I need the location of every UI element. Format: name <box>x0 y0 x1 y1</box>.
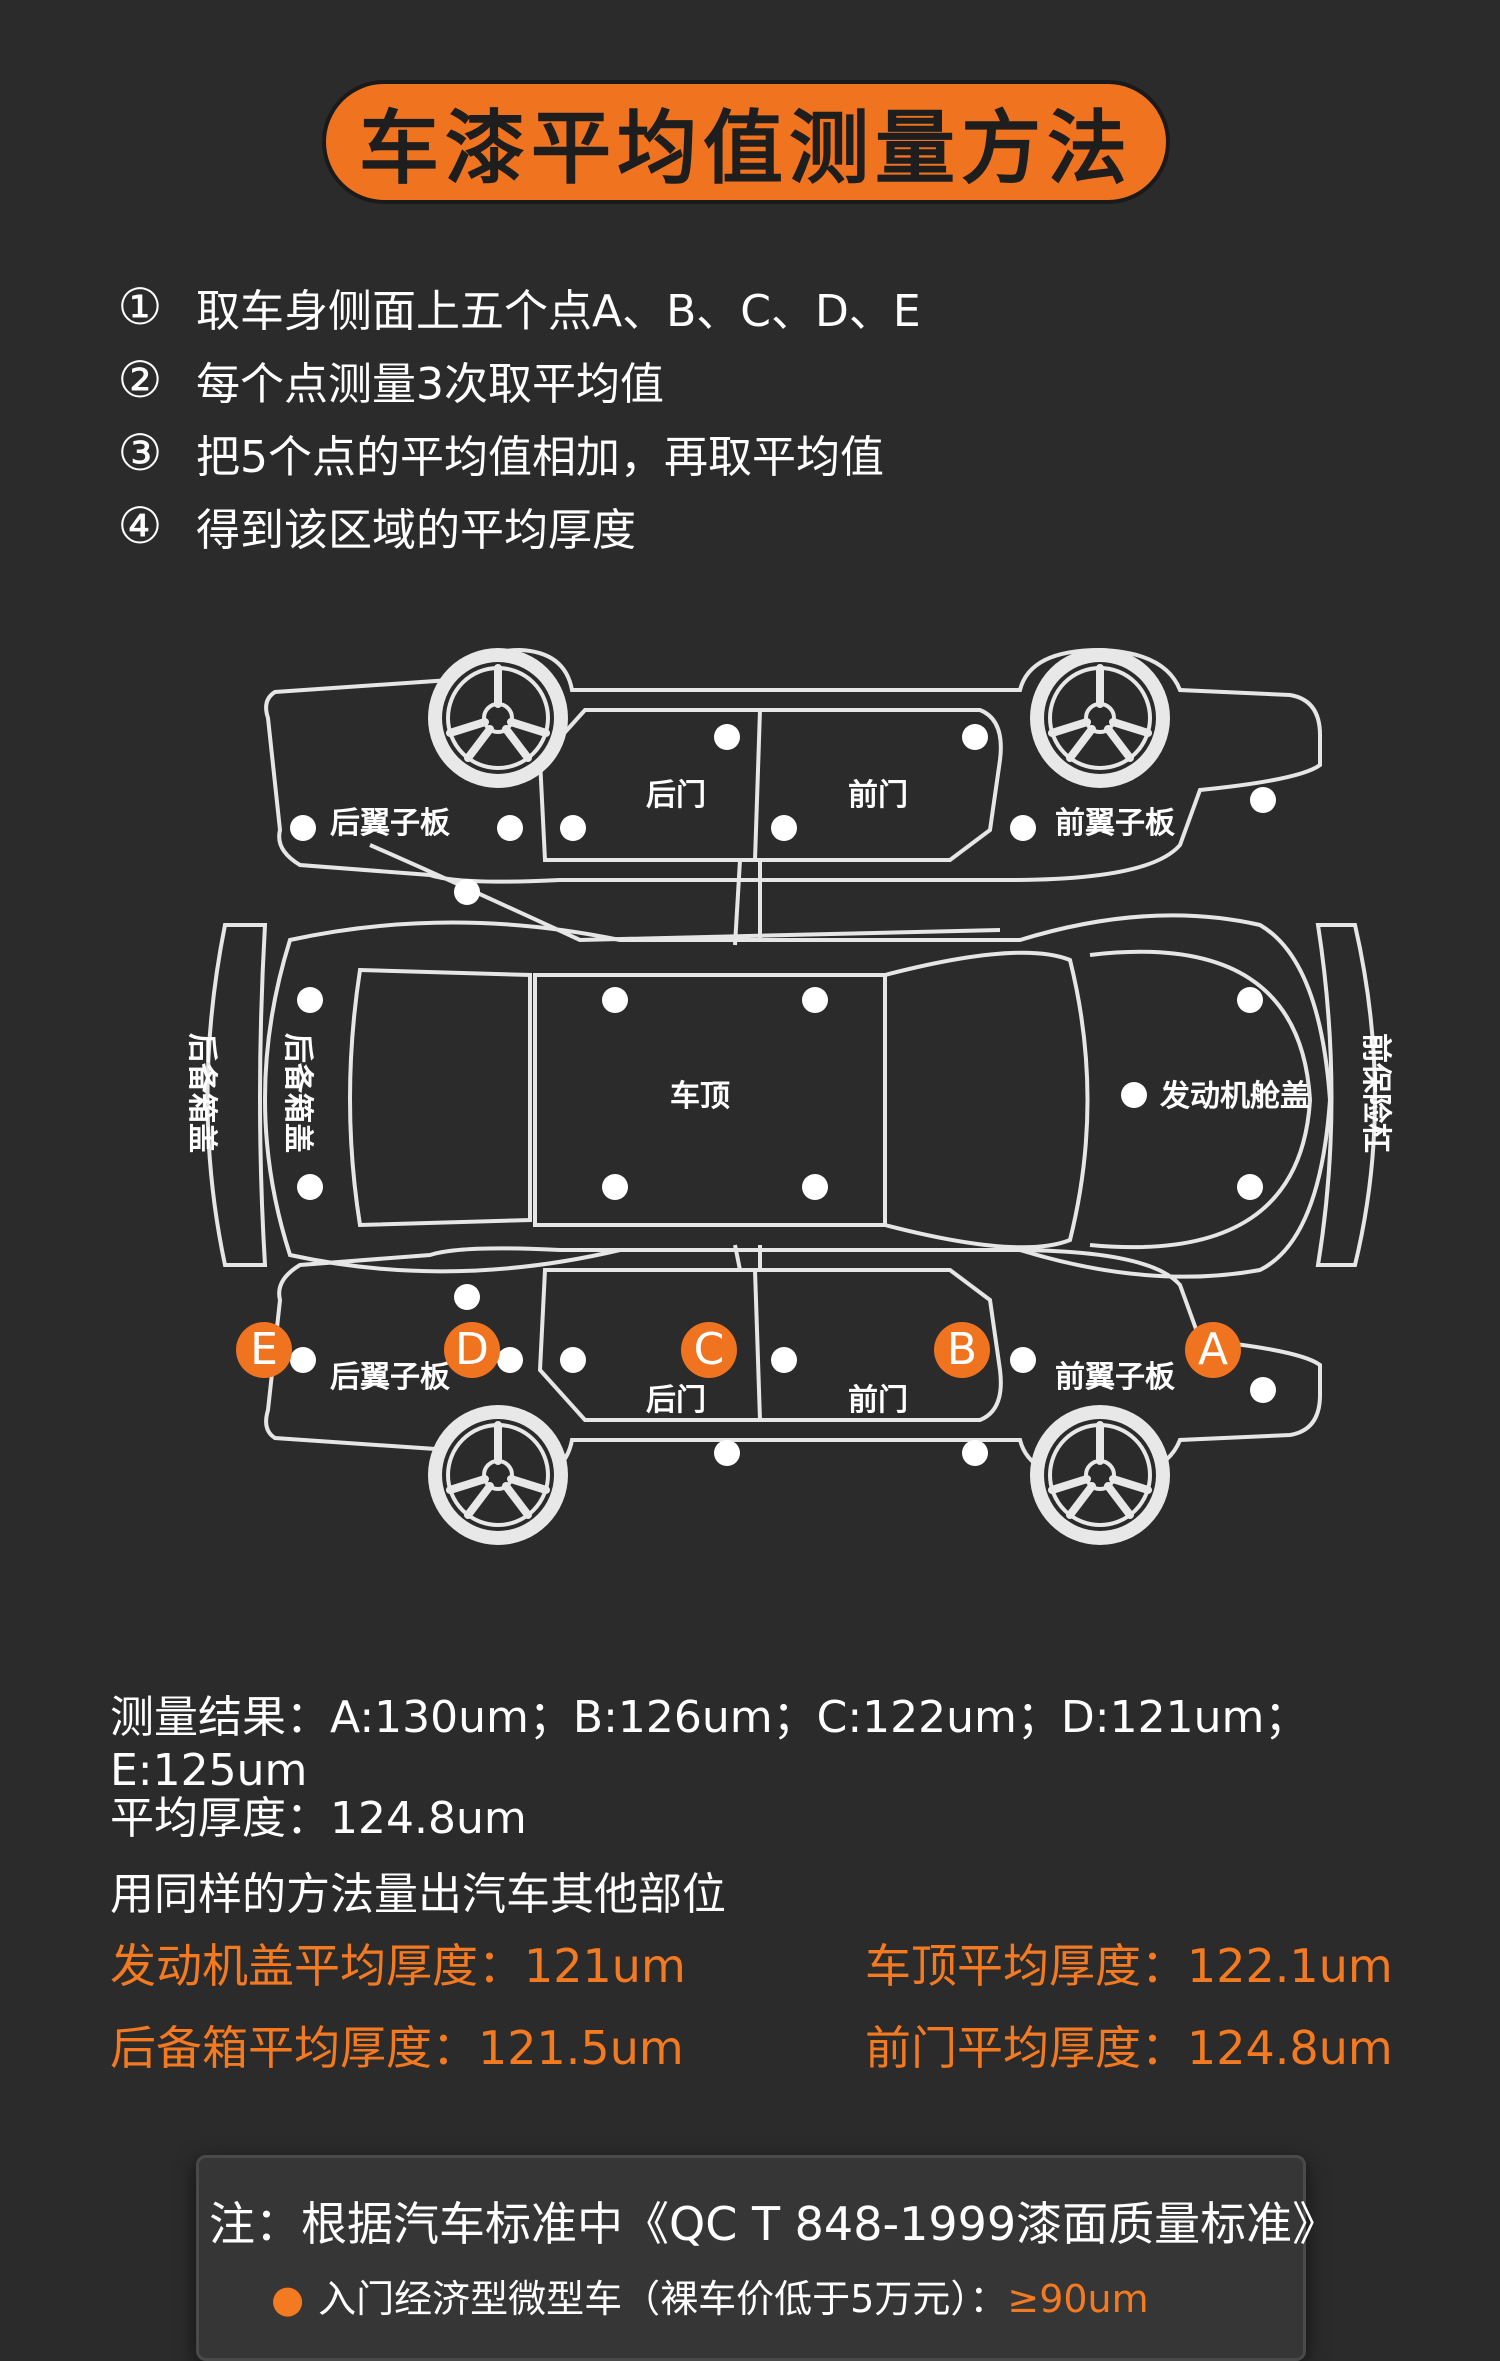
point-c: C <box>694 1324 725 1375</box>
wheel-icon <box>1030 648 1170 788</box>
step-text: 把5个点的平均值相加，再取平均值 <box>196 431 884 483</box>
label-rear-fender-bottom: 后翼子板 <box>330 1360 450 1395</box>
step-text: 取车身侧面上五个点A、B、C、D、E <box>196 285 921 337</box>
label-rear-door-bottom: 后门 <box>646 1383 706 1418</box>
method-note: 用同样的方法量出汽车其他部位 <box>110 1869 726 1920</box>
step-text: 得到该区域的平均厚度 <box>196 504 636 556</box>
step-item: ② 每个点测量3次取平均值 <box>110 343 921 416</box>
step-item: ③ 把5个点的平均值相加，再取平均值 <box>110 416 921 489</box>
front-door-average: 前门平均厚度：124.8um <box>865 2021 1393 2075</box>
top-view <box>205 913 1377 1279</box>
step-number: ④ <box>117 496 163 555</box>
wheel-icon <box>1030 1405 1170 1545</box>
step-number: ② <box>117 350 163 409</box>
measurement-dots <box>290 724 1276 1466</box>
trunk-average: 后备箱平均厚度：121.5um <box>110 2021 684 2075</box>
wheel-icon <box>428 1405 568 1545</box>
step-item: ① 取车身侧面上五个点A、B、C、D、E <box>110 270 921 343</box>
average-thickness: 平均厚度：124.8um <box>110 1793 527 1844</box>
roof-average: 车顶平均厚度：122.1um <box>865 1939 1393 1993</box>
point-d: D <box>455 1324 489 1375</box>
point-markers: A B C D E <box>236 1322 1241 1378</box>
car-diagram: 后翼子板 后门 前门 前翼子板 车顶 发动机舱盖 后翼子板 后门 前门 前翼子板… <box>184 630 1393 1550</box>
step-item: ④ 得到该区域的平均厚度 <box>110 489 921 562</box>
page-title: 车漆平均值测量方法 <box>359 102 1133 195</box>
label-front-fender-top: 前翼子板 <box>1055 806 1175 841</box>
results-section: 测量结果：A:130um；B:126um；C:122um；D:121um；E:1… <box>110 1691 1490 1928</box>
note-item-value: ≥90um <box>1007 2277 1149 2321</box>
bullet-icon: ● <box>271 2277 305 2321</box>
note-title: 注：根据汽车标准中《QC T 848-1999漆面质量标准》 <box>209 2197 1339 2251</box>
label-front-door-bottom: 前门 <box>848 1383 908 1418</box>
point-b: B <box>947 1324 977 1375</box>
point-e: E <box>250 1324 278 1375</box>
point-a: A <box>1198 1324 1228 1375</box>
label-rear-door-top: 后门 <box>646 778 706 813</box>
label-trunk-lid-inner: 后备箱盖 <box>280 1033 315 1153</box>
label-hood: 发动机舱盖 <box>1159 1079 1310 1114</box>
measurement-result: 测量结果：A:130um；B:126um；C:122um；D:121um；E:1… <box>110 1691 1309 1796</box>
step-number: ① <box>117 277 163 336</box>
label-roof: 车顶 <box>670 1079 730 1114</box>
part-averages: 发动机盖平均厚度：121um 车顶平均厚度：122.1um 后备箱平均厚度：12… <box>110 1922 1410 2086</box>
note-item: ● 入门经济型微型车（裸车价低于5万元）：≥90um <box>271 2268 1149 2323</box>
wheel-icon <box>428 648 568 788</box>
hood-average: 发动机盖平均厚度：121um <box>110 1939 686 1993</box>
title-banner: 车漆平均值测量方法 <box>322 80 1170 204</box>
label-front-bumper: 前保险杠 <box>1358 1033 1393 1153</box>
standard-note-box: 注：根据汽车标准中《QC T 848-1999漆面质量标准》 ● 入门经济型微型车… <box>196 2155 1338 2361</box>
label-front-fender-bottom: 前翼子板 <box>1055 1360 1175 1395</box>
step-text: 每个点测量3次取平均值 <box>196 358 664 410</box>
step-number: ③ <box>117 423 163 482</box>
label-front-door-top: 前门 <box>848 778 908 813</box>
steps-list: ① 取车身侧面上五个点A、B、C、D、E ② 每个点测量3次取平均值 ③ 把5个… <box>110 270 921 562</box>
label-rear-fender-top: 后翼子板 <box>330 806 450 841</box>
note-item-text: 入门经济型微型车（裸车价低于5万元）： <box>318 2277 1008 2321</box>
label-trunk-lid-outer: 后备箱盖 <box>184 1033 219 1153</box>
